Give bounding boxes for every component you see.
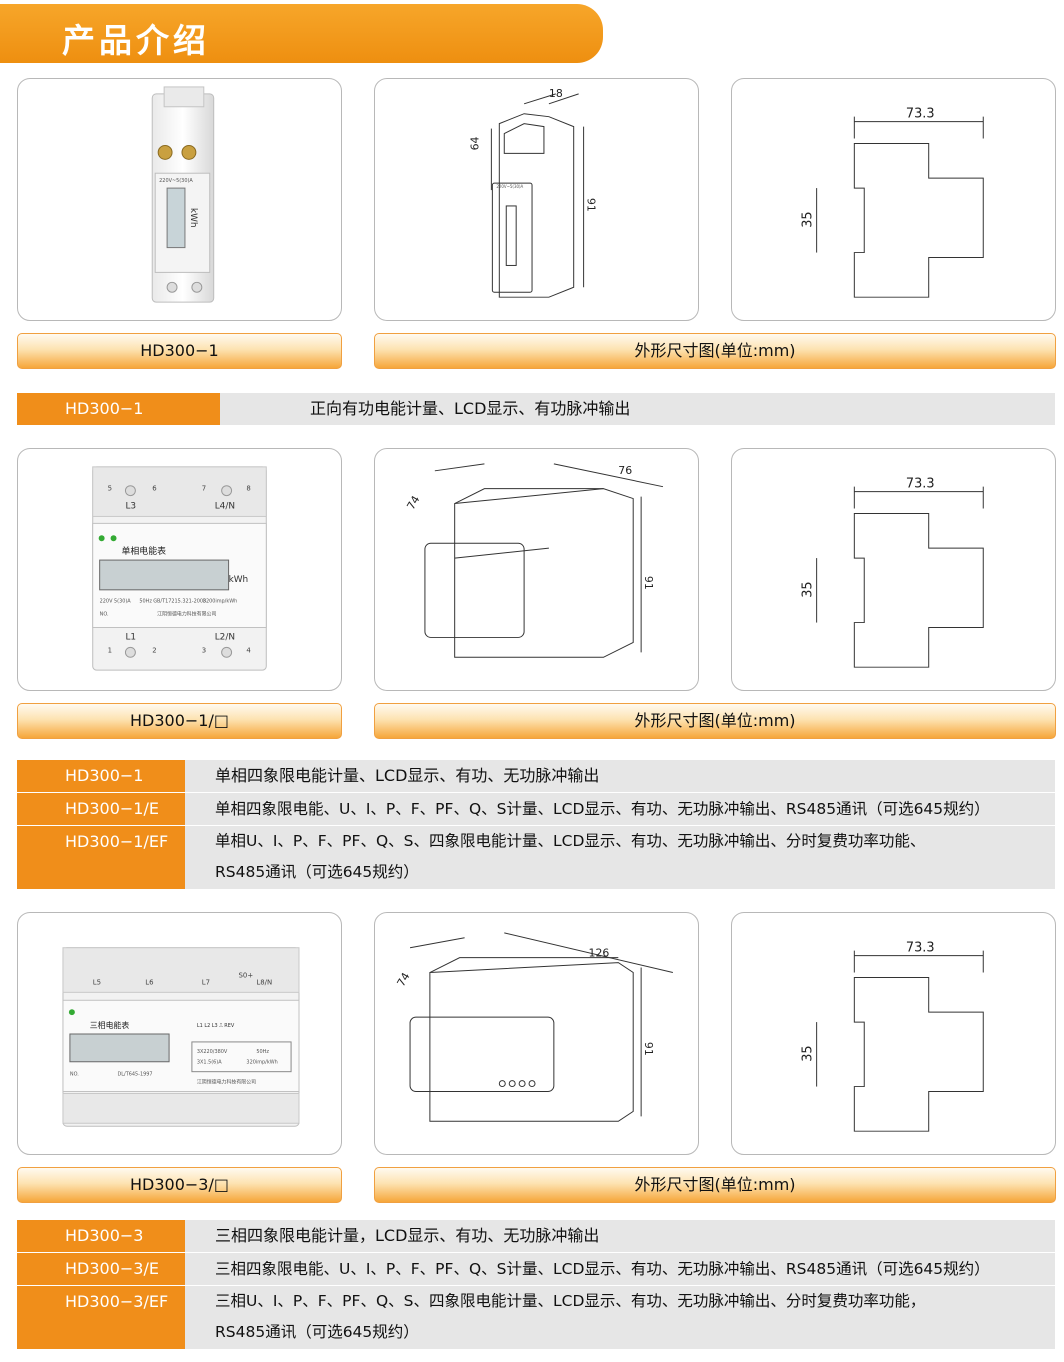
label-top-l7: L7 [202, 978, 210, 986]
dim-rail: 35 [801, 581, 816, 597]
terminal-4: 4 [246, 646, 251, 654]
spec-table-3: HD300−3 三相四象限电能计量，LCD显示、有功、无功脉冲输出 HD300−… [17, 1220, 1055, 1349]
spec-desc: 三相四象限电能、U、I、P、F、PF、Q、S计量、LCD显示、有功、无功脉冲输出… [185, 1253, 1055, 1285]
spec-table-2: HD300−1 单相四象限电能计量、LCD显示、有功、无功脉冲输出 HD300−… [17, 760, 1055, 889]
caption-model-2: HD300−1/□ [17, 703, 342, 739]
terminal-6: 6 [152, 485, 156, 493]
dim-width: 73.3 [906, 477, 935, 492]
page-title: 产品介绍 [62, 21, 210, 60]
caption-dimension-3: 外形尺寸图(单位:mm) [374, 1167, 1056, 1203]
iso-dim-height: 91 [642, 576, 655, 590]
spec-model: HD300−3/EF [17, 1286, 185, 1349]
meter-spec-1: 3X220/380V [197, 1049, 228, 1055]
meter-spec-3: 50Hz [256, 1049, 269, 1055]
meter-spec-4: 3200imp/kWh [203, 599, 237, 605]
label-top-l8n: L8/N [256, 978, 272, 986]
terminal-7: 7 [202, 485, 206, 493]
din-profile-drawing-hd300-3-x: 73.3 35 [731, 912, 1056, 1155]
spec-model: HD300−1 [17, 393, 220, 425]
caption-model-1: HD300−1 [17, 333, 342, 369]
spec-desc: 正向有功电能计量、LCD显示、有功脉冲输出 [220, 393, 1055, 425]
spec-model: HD300−3/E [17, 1253, 185, 1285]
side-label: 220V~5(30)A [496, 184, 523, 189]
meter-maker: 江阴恒德电力科技有限公司 [197, 1079, 256, 1086]
spec-model: HD300−1/EF [17, 826, 185, 889]
iso-dim-depth: 74 [394, 970, 412, 989]
terminal-5: 5 [108, 485, 112, 493]
caption-dimension-1: 外形尺寸图(单位:mm) [374, 333, 1056, 369]
label-l1: L1 [125, 632, 136, 642]
meter-spec-1: 220V 5(30)A [100, 599, 132, 605]
din-profile-drawing-hd300-1: 73.3 35 [731, 78, 1056, 321]
dim-rail: 35 [801, 211, 816, 227]
table-row: HD300−1 正向有功电能计量、LCD显示、有功脉冲输出 [17, 393, 1055, 425]
meter-name: 单相电能表 [121, 545, 166, 557]
meter-unit: kWh [229, 575, 249, 585]
terminal-3: 3 [202, 646, 206, 654]
spec-desc: 三相U、I、P、F、PF、Q、S、四象限电能计量、LCD显示、有功、无功脉冲输出… [215, 1292, 926, 1310]
spec-model: HD300−1/E [17, 793, 185, 825]
terminal-2: 2 [152, 646, 156, 654]
spec-desc-cont: RS485通讯（可选645规约） [215, 863, 419, 881]
table-row: HD300−3 三相四象限电能计量，LCD显示、有功、无功脉冲输出 [17, 1220, 1055, 1252]
spec-table-1: HD300−1 正向有功电能计量、LCD显示、有功脉冲输出 [17, 393, 1055, 425]
spec-desc-multiline: 三相U、I、P、F、PF、Q、S、四象限电能计量、LCD显示、有功、无功脉冲输出… [185, 1286, 1055, 1349]
meter-spec-2: 3X1.5(6)A [197, 1060, 222, 1066]
table-row: HD300−3/EF 三相U、I、P、F、PF、Q、S、四象限电能计量、LCD显… [17, 1286, 1055, 1349]
dim-rail: 35 [801, 1045, 816, 1061]
iso-dim-depth: 74 [404, 493, 422, 512]
caption-dimension-2: 外形尺寸图(单位:mm) [374, 703, 1056, 739]
meter-no: NO. [70, 1072, 79, 1078]
label-top-l6: L6 [145, 978, 153, 986]
din-profile-drawing-hd300-1-x: 73.3 35 [731, 448, 1056, 691]
dim-depth: 18 [549, 87, 563, 100]
table-row: HD300−1 单相四象限电能计量、LCD显示、有功、无功脉冲输出 [17, 760, 1055, 792]
meter-leds: L1 L2 L3 ⎍ REV [197, 1023, 235, 1029]
table-row: HD300−1/E 单相四象限电能、U、I、P、F、PF、Q、S计量、LCD显示… [17, 793, 1055, 825]
meter-maker: 江阴恒德电力科技有限公司 [157, 611, 216, 618]
front-unit: kWh [188, 208, 198, 228]
meter-spec-4: 320imp/kWh [246, 1060, 277, 1066]
caption-model-3: HD300−3/□ [17, 1167, 342, 1203]
meter-name: 三相电能表 [90, 1020, 130, 1030]
title-banner: 产品介绍 [0, 4, 603, 63]
label-top-l5: L5 [93, 978, 101, 986]
dim-height: 91 [585, 198, 598, 212]
product-photo-hd300-1: 220V~5(30)A kWh [17, 78, 342, 321]
table-row: HD300−3/E 三相四象限电能、U、I、P、F、PF、Q、S计量、LCD显示… [17, 1253, 1055, 1285]
iso-drawing-hd300-1-x: 74 76 91 [374, 448, 699, 691]
meter-spec-2: 50Hz [139, 599, 152, 605]
front-rating: 220V~5(30)A [159, 178, 193, 184]
spec-desc-cont: RS485通讯（可选645规约） [215, 1323, 419, 1341]
side-view-drawing-hd300-1: 18 64 91 220V~5(30)A [374, 78, 699, 321]
meter-spec-3: GB/T17215.321-2008 [153, 599, 206, 605]
spec-desc: 单相U、I、P、F、PF、Q、S、四象限电能计量、LCD显示、有功、无功脉冲输出… [215, 832, 926, 850]
iso-dim-height: 91 [642, 1042, 655, 1056]
dim-width: 73.3 [906, 107, 935, 122]
product-photo-hd300-3-x: L5 L6 L7 S0+ L8/N 三相电能表 L1 L2 L3 ⎍ REV 3… [17, 912, 342, 1155]
iso-drawing-hd300-3-x: 74 126 91 [374, 912, 699, 1155]
spec-model: HD300−3 [17, 1220, 185, 1252]
spec-desc: 单相四象限电能计量、LCD显示、有功、无功脉冲输出 [185, 760, 1055, 792]
iso-dim-width: 126 [589, 947, 610, 960]
product-photo-hd300-1-x: 5 6 7 8 L3 L4/N 单相电能表 kWh 220V 5(30)A 50… [17, 448, 342, 691]
label-l3: L3 [125, 502, 136, 512]
iso-dim-width: 76 [618, 464, 632, 477]
spec-desc-multiline: 单相U、I、P、F、PF、Q、S、四象限电能计量、LCD显示、有功、无功脉冲输出… [185, 826, 1055, 889]
label-l4n: L4/N [215, 502, 235, 512]
terminal-8: 8 [246, 485, 250, 493]
dim-width: 73.3 [906, 941, 935, 956]
table-row: HD300−1/EF 单相U、I、P、F、PF、Q、S、四象限电能计量、LCD显… [17, 826, 1055, 889]
label-l2n: L2/N [215, 632, 235, 642]
spec-desc: 单相四象限电能、U、I、P、F、PF、Q、S计量、LCD显示、有功、无功脉冲输出… [185, 793, 1055, 825]
spec-desc: 三相四象限电能计量，LCD显示、有功、无功脉冲输出 [185, 1220, 1055, 1252]
label-top-s0: S0+ [239, 971, 254, 979]
terminal-1: 1 [108, 646, 112, 654]
spec-model: HD300−1 [17, 760, 185, 792]
meter-no: NO. [100, 612, 109, 618]
dim-top: 64 [468, 136, 481, 150]
meter-std: DL/T645-1997 [118, 1072, 153, 1078]
